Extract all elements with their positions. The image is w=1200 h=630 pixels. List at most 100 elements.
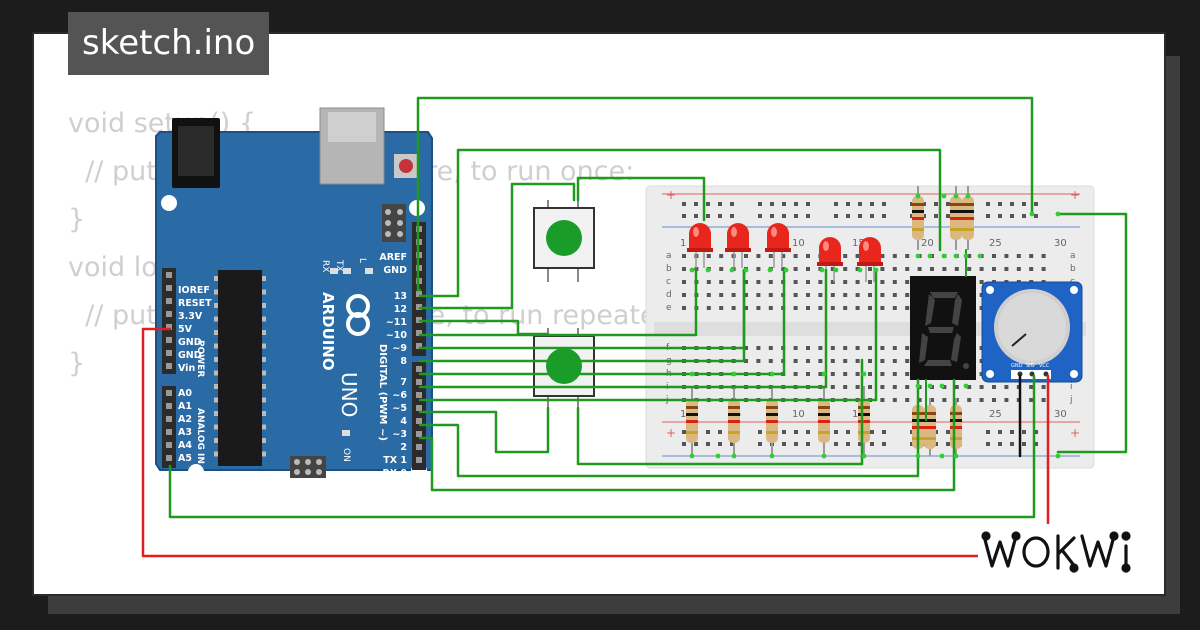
resistor-11[interactable] xyxy=(950,398,962,456)
pin-label: A4 xyxy=(178,440,192,451)
wire-pin10 xyxy=(418,319,550,336)
column-number: 10 xyxy=(792,409,805,420)
pin-label: IOREF xyxy=(178,285,210,296)
analog-header xyxy=(162,386,176,468)
power-header xyxy=(162,268,176,374)
wokwi-logo xyxy=(978,524,1150,578)
resistor-6[interactable] xyxy=(912,186,924,250)
column-number: 25 xyxy=(989,409,1002,420)
power-label: POWER xyxy=(195,340,205,377)
push-button-2[interactable] xyxy=(533,328,595,408)
resistor-2[interactable] xyxy=(728,386,740,456)
wire-red-5v xyxy=(141,327,1050,558)
rail-plus-label: + xyxy=(666,188,676,202)
pot-pin-label: SIG xyxy=(1026,363,1035,369)
push-button-1[interactable] xyxy=(533,200,595,282)
pin-label: GND xyxy=(383,265,407,276)
arduino-uno-board[interactable]: RX TX L ON ARDUINO UNO POWER ANALOG IN D… xyxy=(155,107,433,480)
analog-label: ANALOG IN xyxy=(195,408,205,464)
row-letter: a xyxy=(666,251,672,261)
column-number: 20 xyxy=(921,238,934,249)
wire-btn2 xyxy=(576,358,864,466)
rail-plus-label: + xyxy=(1070,188,1080,202)
resistor-3[interactable] xyxy=(766,386,778,456)
column-number: 10 xyxy=(792,238,805,249)
row-letter: i xyxy=(1070,382,1073,392)
row-letter: e xyxy=(666,303,672,313)
column-number: 1 xyxy=(680,238,686,249)
wire-pin12 xyxy=(418,148,942,298)
wire-pin3 xyxy=(418,406,550,454)
led-red-4[interactable] xyxy=(817,237,843,282)
rx-led-label: RX xyxy=(320,260,330,272)
column-number: 30 xyxy=(1054,409,1067,420)
arduino-infinity-logo xyxy=(346,294,370,336)
board-model: UNO xyxy=(337,372,361,417)
pin-label: GND xyxy=(178,350,202,361)
resistor-8[interactable] xyxy=(962,186,974,250)
column-number: 30 xyxy=(1054,238,1067,249)
column-number: 15 xyxy=(852,238,865,249)
code-line: } xyxy=(68,348,86,379)
pin-label: GND xyxy=(178,337,202,348)
pin-label: 13 xyxy=(394,291,407,302)
rail-plus-label: + xyxy=(666,426,676,440)
tx-led-label: TX xyxy=(334,259,344,272)
pin-label: A0 xyxy=(178,388,192,399)
wires xyxy=(141,96,1128,558)
led-red-3[interactable] xyxy=(765,223,791,268)
pin-label: 2 xyxy=(400,442,407,453)
seven-segment-display[interactable] xyxy=(910,276,976,380)
row-letter: b xyxy=(1070,264,1076,274)
wire-pin13 xyxy=(416,96,1034,292)
atmega-chip xyxy=(218,270,262,466)
led-red-5[interactable] xyxy=(857,237,883,282)
column-number: 1 xyxy=(680,409,686,420)
pin-label: 3.3V xyxy=(178,311,203,322)
pin-label: 8 xyxy=(400,356,407,367)
resistor-7[interactable] xyxy=(950,186,962,250)
sketch-filename-tab[interactable]: sketch.ino xyxy=(68,12,270,75)
resistor-4[interactable] xyxy=(818,386,830,456)
l-led-label: L xyxy=(357,258,367,263)
pin-label: A3 xyxy=(178,427,192,438)
pin-label: RX 0 xyxy=(382,468,407,479)
row-letter: a xyxy=(1070,251,1076,261)
led-red-1[interactable] xyxy=(687,223,713,268)
digital-label: DIGITAL (PWM ~) xyxy=(377,344,388,441)
pin-label: 7 xyxy=(400,377,407,388)
potentiometer[interactable]: GND SIG VCC xyxy=(981,281,1083,383)
pot-pin-label: GND xyxy=(1011,363,1023,369)
wire-pin7 xyxy=(418,268,746,363)
row-letter: b xyxy=(666,264,672,274)
wire-pin2 xyxy=(418,378,920,478)
resistor-1[interactable] xyxy=(686,386,698,456)
wire-pin4 xyxy=(418,268,878,402)
pin-label: Vin xyxy=(178,363,195,374)
board-name: ARDUINO xyxy=(319,292,337,371)
pin-label: 12 xyxy=(394,304,407,315)
wire-rail-jumper xyxy=(1056,212,1128,454)
wire-pin9 xyxy=(418,268,698,337)
pin-label: 4 xyxy=(400,416,407,427)
row-letter: c xyxy=(666,277,671,287)
row-letter: d xyxy=(666,290,672,300)
digital-header-bottom xyxy=(412,362,426,470)
row-letter: j xyxy=(1069,395,1073,405)
pin-label: RESET xyxy=(178,298,212,309)
led-red-2[interactable] xyxy=(725,223,751,268)
pin-label: TX 1 xyxy=(383,455,407,466)
pin-label: ~5 xyxy=(392,403,407,414)
wire-pin11 xyxy=(418,182,576,310)
code-line: } xyxy=(68,204,86,235)
wire-pin5 xyxy=(418,268,828,389)
pot-pin-label: VCC xyxy=(1039,363,1050,369)
pin-label: A5 xyxy=(178,453,192,464)
pin-label: ~3 xyxy=(392,429,407,440)
pin-label: ~10 xyxy=(386,330,408,341)
on-led-label: ON xyxy=(341,448,351,462)
pin-label: A2 xyxy=(178,414,192,425)
pin-label: 5V xyxy=(178,324,193,335)
pin-label: ~6 xyxy=(392,390,407,401)
